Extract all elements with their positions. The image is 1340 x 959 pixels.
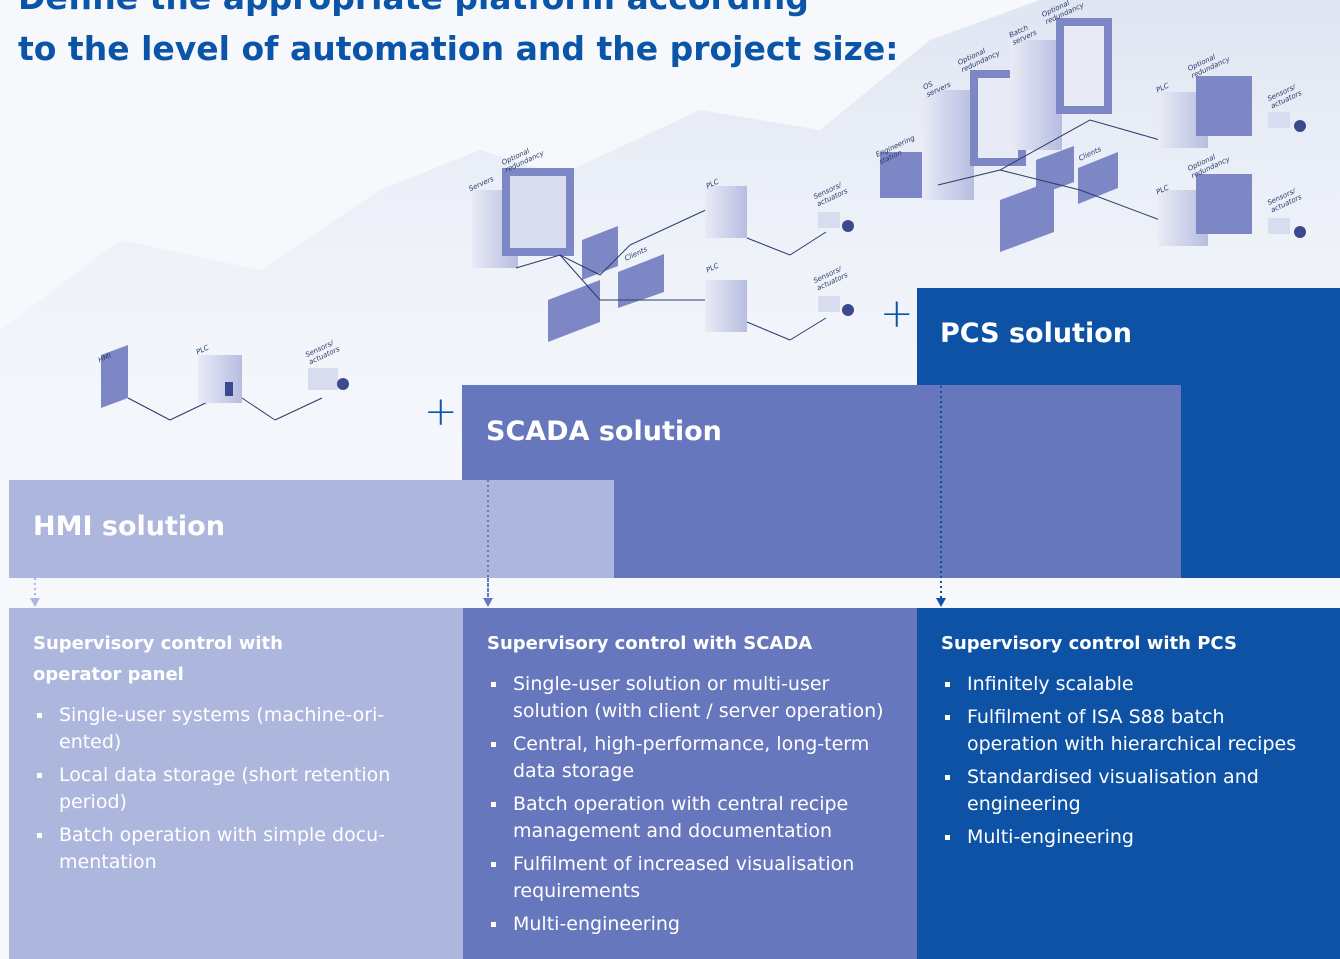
list-item: Fulfilment of increased visualisation re… [487,851,893,905]
scada-column: Supervisory control with SCADA Single-us… [463,608,917,959]
scada-column-heading: Supervisory control with SCADA [487,633,813,654]
list-item: Infinitely scalable [941,671,1316,698]
list-item: Local data storage (short retention peri… [33,762,439,816]
list-item: Central, high-performance, long-term dat… [487,731,893,785]
hmi-column-heading: Supervisory control with operator panel [33,633,283,685]
scada-level-illustration [472,168,854,342]
hmi-level-illustration [101,345,349,421]
list-item: Multi-engineering [941,824,1316,851]
list-item: Single-user systems (machine-ori-ented) [33,702,439,756]
pcs-solution-label: PCS solution [940,318,1132,349]
list-item: Batch operation with central recipe mana… [487,791,893,845]
hmi-band [9,480,614,578]
hmi-feature-list: Single-user systems (machine-ori-ented) … [33,702,439,876]
list-item: Standardised visualisation and engineeri… [941,764,1316,818]
scada-solution-label: SCADA solution [486,416,722,447]
pcs-level-illustration [880,18,1306,252]
list-item: Fulfilment of ISA S88 batch operation wi… [941,704,1316,758]
plus-sign-scada: + [424,389,458,435]
pcs-column-heading: Supervisory control with PCS [941,633,1237,654]
hmi-column: Supervisory control with operator panel … [9,608,463,959]
list-item: Batch operation with simple docu-mentati… [33,822,439,876]
page-title: Define the appropriate platform accordin… [18,0,899,68]
plus-sign-pcs: + [880,291,914,337]
pcs-column: Supervisory control with PCS Infinitely … [917,608,1340,959]
list-item: Multi-engineering [487,911,893,938]
hmi-solution-label: HMI solution [33,511,225,542]
list-item: Single-user solution or multi-user solut… [487,671,893,725]
pcs-feature-list: Infinitely scalable Fulfilment of ISA S8… [941,671,1316,851]
scada-feature-list: Single-user solution or multi-user solut… [487,671,893,938]
